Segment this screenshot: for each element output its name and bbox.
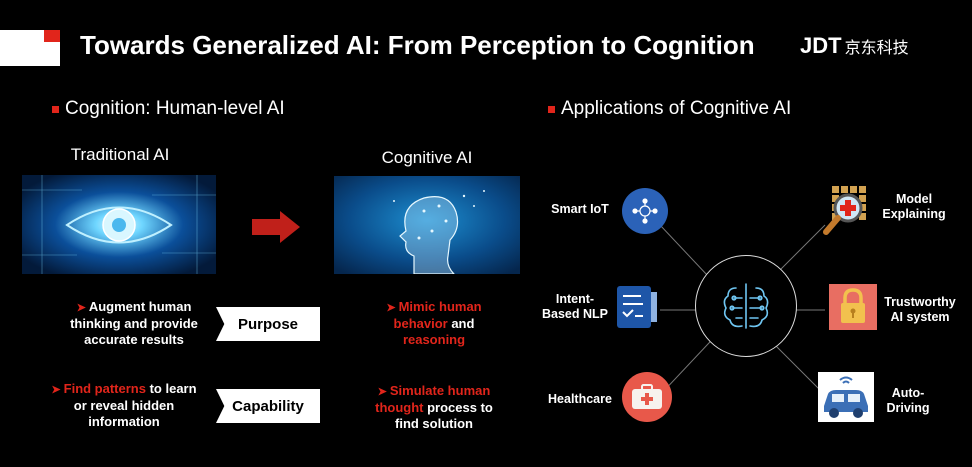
nlp-document-icon: [613, 284, 659, 335]
bullet-square: [52, 105, 59, 113]
page-title: Towards Generalized AI: From Perception …: [80, 30, 755, 60]
chevron-right-icon: ➤: [76, 302, 86, 314]
purpose-tag: Purpose: [216, 307, 320, 341]
cognitive-ai-image: [334, 176, 520, 274]
chevron-right-icon: ➤: [377, 386, 387, 398]
chevron-right-icon: ➤: [51, 384, 61, 396]
auto-driving-car-icon: [818, 372, 874, 422]
auto-driving-label: Auto- Driving: [886, 386, 930, 415]
model-explaining-icon: [820, 184, 876, 243]
cognitive-capability-text: ➤Simulate human thought process to find …: [375, 383, 493, 431]
trustworthy-label: Trustworthy AI system: [884, 295, 956, 324]
cognitive-brain-icon: [695, 255, 797, 357]
healthcare-kit-icon: [622, 372, 672, 422]
smart-iot-icon: [622, 188, 668, 234]
cognitive-ai-title: Cognitive AI: [381, 148, 473, 167]
logo-subtext: 京东科技: [844, 40, 909, 57]
traditional-capability-text: ➤Find patterns to learn or reveal hidden…: [51, 381, 197, 429]
smart-iot-label: Smart IoT: [551, 202, 609, 216]
traditional-ai-image: [22, 175, 216, 274]
trustworthy-lock-icon: [829, 284, 877, 330]
traditional-purpose-text: ➤Augment human thinking and provide accu…: [70, 299, 198, 347]
healthcare-label: Healthcare: [548, 392, 612, 406]
capability-tag: Capability: [216, 389, 320, 423]
traditional-ai-title: Traditional AI: [70, 145, 170, 164]
arrow-right-icon: [252, 211, 300, 248]
model-explaining-label: Model Explaining: [882, 192, 946, 221]
bullet-square: [548, 105, 555, 113]
intent-nlp-label: Intent- Based NLP: [542, 292, 608, 321]
corner-decoration: [0, 30, 60, 66]
cognitive-purpose-text: ➤Mimic human behavior and reasoning: [386, 299, 482, 347]
right-section-heading: Applications of Cognitive AI: [548, 98, 791, 120]
left-section-heading: Cognition: Human-level AI: [52, 98, 285, 120]
chevron-right-icon: ➤: [386, 302, 396, 314]
logo-text: JDT: [800, 33, 842, 58]
